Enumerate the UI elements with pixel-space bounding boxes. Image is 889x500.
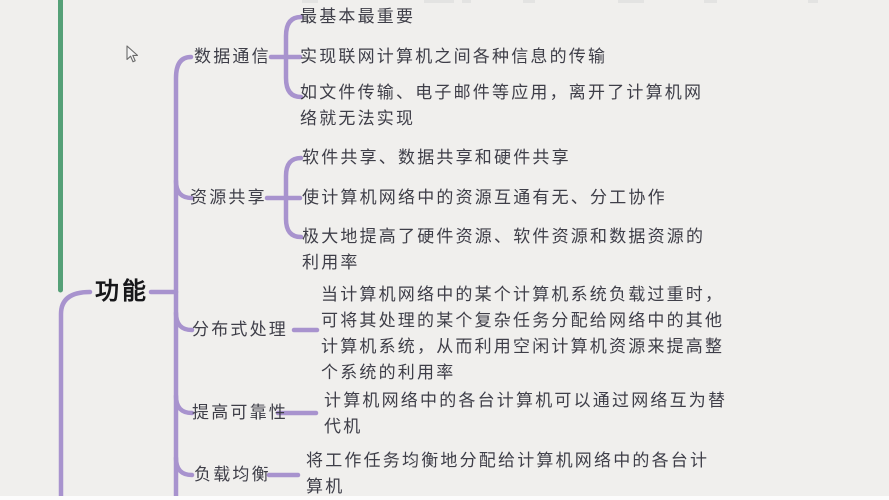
root-arm-tigao bbox=[173, 393, 195, 416]
leaf-info-transfer[interactable]: 实现联网计算机之间各种信息的传输 bbox=[300, 47, 608, 66]
branch-label-reliability[interactable]: 提高可靠性 bbox=[192, 403, 288, 422]
root-arm-fuzai bbox=[173, 455, 195, 478]
top-edge-remnant bbox=[302, 0, 318, 3]
leaf-share-types[interactable]: 软件共享、数据共享和硬件共享 bbox=[302, 148, 571, 167]
bottom-edge-strip bbox=[0, 496, 889, 500]
bracket-resource-sharing bbox=[283, 155, 304, 240]
trunk-line-purple bbox=[58, 289, 93, 499]
branch-label-distributed-processing[interactable]: 分布式处理 bbox=[192, 320, 288, 339]
top-edge-remnant bbox=[523, 0, 535, 3]
root-node-function[interactable]: 功能 bbox=[95, 279, 149, 305]
leaf-load-balancing-detail[interactable]: 将工作任务均衡地分配给计算机网络中的各台计 算机 bbox=[306, 451, 710, 496]
top-edge-remnant bbox=[808, 0, 818, 3]
branch-label-resource-sharing[interactable]: 资源共享 bbox=[190, 188, 267, 207]
root-bracket-spine bbox=[173, 54, 194, 499]
top-edge-remnant bbox=[618, 0, 644, 3]
bracket-data-communication bbox=[283, 14, 304, 100]
branch-label-data-communication[interactable]: 数据通信 bbox=[194, 47, 271, 66]
leaf-resource-exchange[interactable]: 使计算机网络中的资源互通有无、分工协作 bbox=[302, 188, 667, 207]
top-edge-remnant bbox=[704, 0, 717, 3]
leaf-file-email-apps[interactable]: 如文件传输、电子邮件等应用，离开了计算机网 络就无法实现 bbox=[300, 83, 704, 128]
leaf-distributed-detail[interactable]: 当计算机网络中的某个计算机系统负载过重时， 可将其处理的某个复杂任务分配给网络中… bbox=[321, 285, 725, 382]
top-edge-remnant bbox=[424, 0, 454, 3]
branch-label-load-balancing[interactable]: 负载均衡 bbox=[194, 465, 271, 484]
top-edge-remnant bbox=[462, 0, 471, 3]
leaf-most-basic[interactable]: 最基本最重要 bbox=[300, 7, 416, 26]
leaf-reliability-detail[interactable]: 计算机网络中的各台计算机可以通过网络互为替 代机 bbox=[324, 391, 728, 436]
mouse-cursor-icon bbox=[126, 45, 139, 64]
root-arm-fenbushi bbox=[173, 310, 195, 333]
root-arm-ziyuan bbox=[173, 178, 195, 201]
leaf-utilization-rate[interactable]: 极大地提高了硬件资源、软件资源和数据资源的 利用率 bbox=[302, 227, 706, 272]
